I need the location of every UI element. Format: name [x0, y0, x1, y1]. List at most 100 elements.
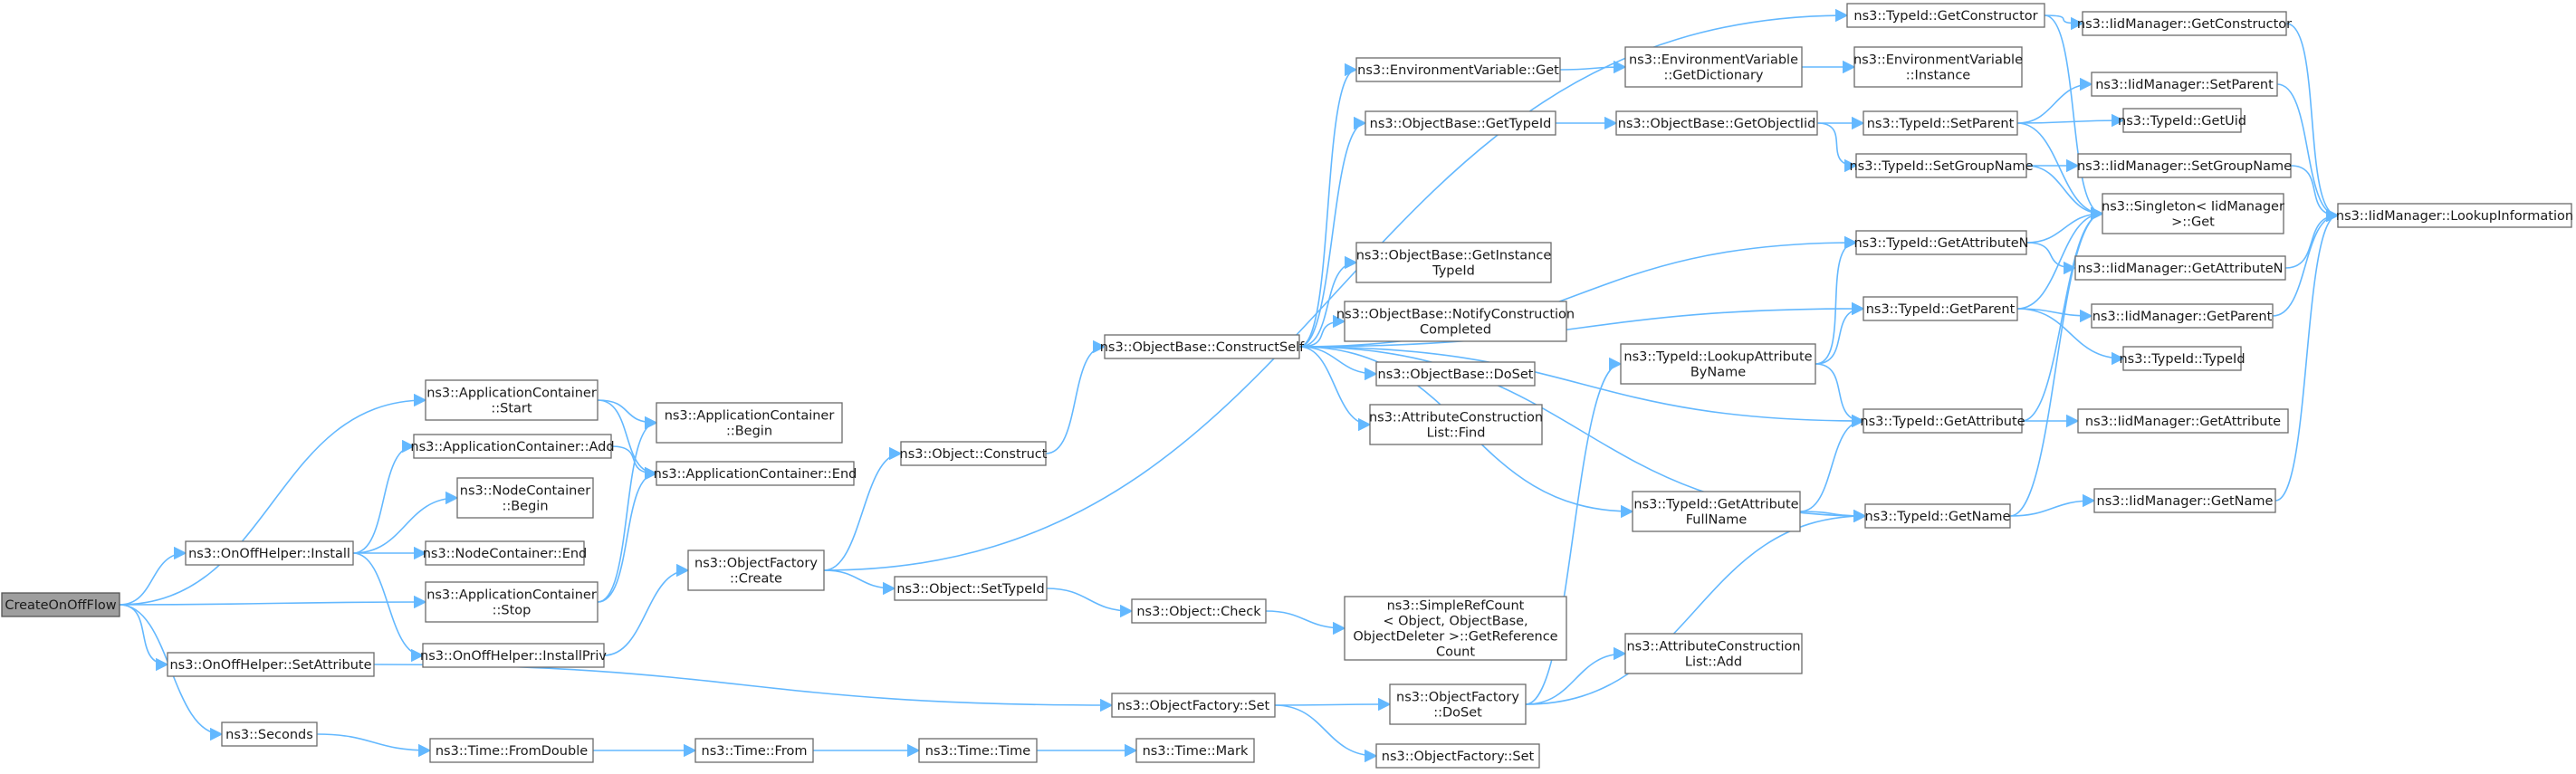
node-label: ns3::Time::Mark [1143, 744, 1249, 759]
function-node[interactable]: ns3::ObjectBase::ConstructSelf [1100, 334, 1305, 359]
node-label: Completed [1420, 323, 1491, 338]
function-node[interactable]: ns3::SimpleRefCount< Object, ObjectBase,… [1344, 596, 1567, 661]
function-node[interactable]: ns3::IidManager::GetAttributeN [2074, 255, 2286, 281]
function-node[interactable]: ns3::Singleton< IidManager>::Get [2102, 193, 2284, 234]
node-box [1131, 598, 1267, 624]
node-box [429, 738, 594, 763]
node-label: ns3::TypeId::LookupAttribute [1623, 350, 1812, 365]
function-node[interactable]: ns3::IidManager::GetAttribute [2077, 408, 2289, 434]
call-edge [1045, 339, 1106, 454]
function-node[interactable]: ns3::IidManager::GetParent [2091, 303, 2274, 329]
function-node[interactable]: ns3::TypeId::GetAttributeN [1853, 230, 2029, 255]
function-node[interactable]: ns3::TypeId::SetGroupName [1849, 153, 2034, 178]
node-box [1855, 230, 2027, 255]
function-node[interactable]: ns3::ObjectBase::DoSet [1375, 361, 1536, 387]
node-label: ns3::OnOffHelper::SetAttribute [169, 658, 371, 673]
node-box [1369, 404, 1543, 445]
call-edge [1265, 610, 1346, 635]
function-node[interactable]: ns3::ObjectBase::NotifyConstructionCompl… [1336, 301, 1575, 342]
function-node[interactable]: ns3::Time::FromDouble [429, 738, 594, 763]
function-node[interactable]: ns3::ApplicationContainer::Start [425, 379, 599, 421]
edge-line [1815, 363, 1865, 428]
node-label: ns3::AttributeConstruction [1626, 640, 1800, 655]
node-box [1344, 596, 1567, 661]
function-node[interactable]: ns3::NodeContainer::End [423, 540, 588, 566]
function-node[interactable]: CreateOnOffFlow [1, 592, 120, 617]
call-edge [1274, 697, 1392, 712]
edge-line [597, 399, 658, 430]
function-node[interactable]: ns3::IidManager::LookupInformation [2336, 203, 2573, 228]
node-box [2122, 346, 2242, 371]
function-node[interactable]: ns3::Object::Check [1131, 598, 1267, 624]
function-node[interactable]: ns3::TypeId::GetUid [2118, 108, 2246, 133]
function-node[interactable]: ns3::Time::From [694, 738, 814, 763]
function-node[interactable]: ns3::Seconds [221, 721, 318, 747]
call-edge [2276, 83, 2340, 223]
node-label: ns3::IidManager::GetConstructor [2077, 17, 2292, 32]
function-node[interactable]: ns3::NodeContainer::Begin [456, 477, 594, 519]
function-node[interactable]: ns3::IidManager::SetGroupName [2077, 153, 2292, 178]
node-label: ns3::ObjectBase::ConstructSelf [1100, 340, 1305, 355]
edge-line [2290, 165, 2340, 223]
edge-line [1274, 704, 1378, 763]
call-edge [1298, 301, 1865, 348]
function-node[interactable]: ns3::TypeId::GetName [1864, 503, 2011, 529]
function-node[interactable]: ns3::TypeId::GetConstructor [1846, 3, 2045, 28]
node-box [1615, 110, 1818, 136]
edge-line [352, 491, 459, 554]
node-label: ns3::ObjectBase::DoSet [1378, 368, 1534, 382]
call-edge [2021, 206, 2104, 422]
function-node[interactable]: ns3::EnvironmentVariable::GetDictionary [1624, 46, 1803, 88]
edge-line [352, 439, 416, 554]
function-node[interactable]: ns3::ApplicationContainer::End [654, 461, 857, 486]
function-node[interactable]: ns3::EnvironmentVariable::Get [1355, 57, 1561, 82]
function-node[interactable]: ns3::ApplicationContainer::Add [410, 434, 615, 459]
node-label: ns3::IidManager::GetAttribute [2085, 415, 2281, 429]
function-node[interactable]: ns3::Object::Construct [900, 441, 1048, 466]
node-box [1853, 46, 2023, 88]
function-node[interactable]: ns3::ObjectBase::GetObjectIid [1615, 110, 1818, 136]
function-node[interactable]: ns3::TypeId::GetAttribute [1860, 408, 2025, 434]
function-node[interactable]: ns3::ObjectFactory::Create [687, 549, 825, 591]
function-node[interactable]: ns3::TypeId::TypeId [2119, 346, 2246, 371]
function-node[interactable]: ns3::IidManager::GetConstructor [2077, 11, 2292, 36]
function-node[interactable]: ns3::Time::Time [918, 738, 1038, 763]
function-node[interactable]: ns3::ObjectBase::GetTypeId [1365, 110, 1556, 136]
node-box [425, 379, 599, 421]
function-node[interactable]: ns3::TypeId::GetParent [1863, 296, 2018, 321]
call-edge [352, 552, 425, 663]
function-node[interactable]: ns3::ObjectFactory::Set [1375, 743, 1540, 769]
function-node[interactable]: ns3::IidManager::SetParent [2091, 72, 2278, 97]
function-node[interactable]: ns3::OnOffHelper::SetAttribute [167, 652, 375, 677]
node-box [221, 721, 318, 747]
function-node[interactable]: ns3::EnvironmentVariable::Instance [1853, 46, 2023, 88]
node-label: ns3::IidManager::GetParent [2092, 310, 2273, 324]
function-node[interactable]: ns3::ObjectFactory::Set [1111, 693, 1276, 718]
call-edge [1815, 301, 1865, 365]
function-node[interactable]: ns3::TypeId::SetParent [1863, 110, 2018, 136]
function-node[interactable]: ns3::OnOffHelper::InstallPriv [420, 643, 607, 668]
node-box [1, 592, 120, 617]
node-label: ns3::IidManager::LookupInformation [2336, 209, 2573, 224]
function-node[interactable]: ns3::ApplicationContainer::Begin [656, 402, 843, 444]
node-label: ns3::TypeId::GetAttribute [1860, 415, 2025, 429]
call-edge [1298, 346, 1865, 428]
node-label: ObjectDeleter >::GetReference [1353, 630, 1557, 645]
function-node[interactable]: ns3::Time::Mark [1135, 738, 1255, 763]
edge-line [1298, 62, 1358, 348]
function-node[interactable]: ns3::Object::SetTypeId [894, 576, 1048, 601]
function-node[interactable]: ns3::ApplicationContainer::Stop [425, 581, 599, 623]
function-node[interactable]: ns3::ObjectFactory::DoSet [1389, 683, 1527, 725]
call-edge [823, 446, 903, 571]
call-edge [2009, 493, 2096, 517]
function-node[interactable]: ns3::IidManager::GetName [2093, 488, 2276, 513]
node-label: ns3::TypeId::GetName [1865, 510, 2011, 524]
function-node[interactable]: ns3::OnOffHelper::Install [185, 540, 354, 566]
node-label: ns3::NodeContainer::End [423, 547, 588, 561]
